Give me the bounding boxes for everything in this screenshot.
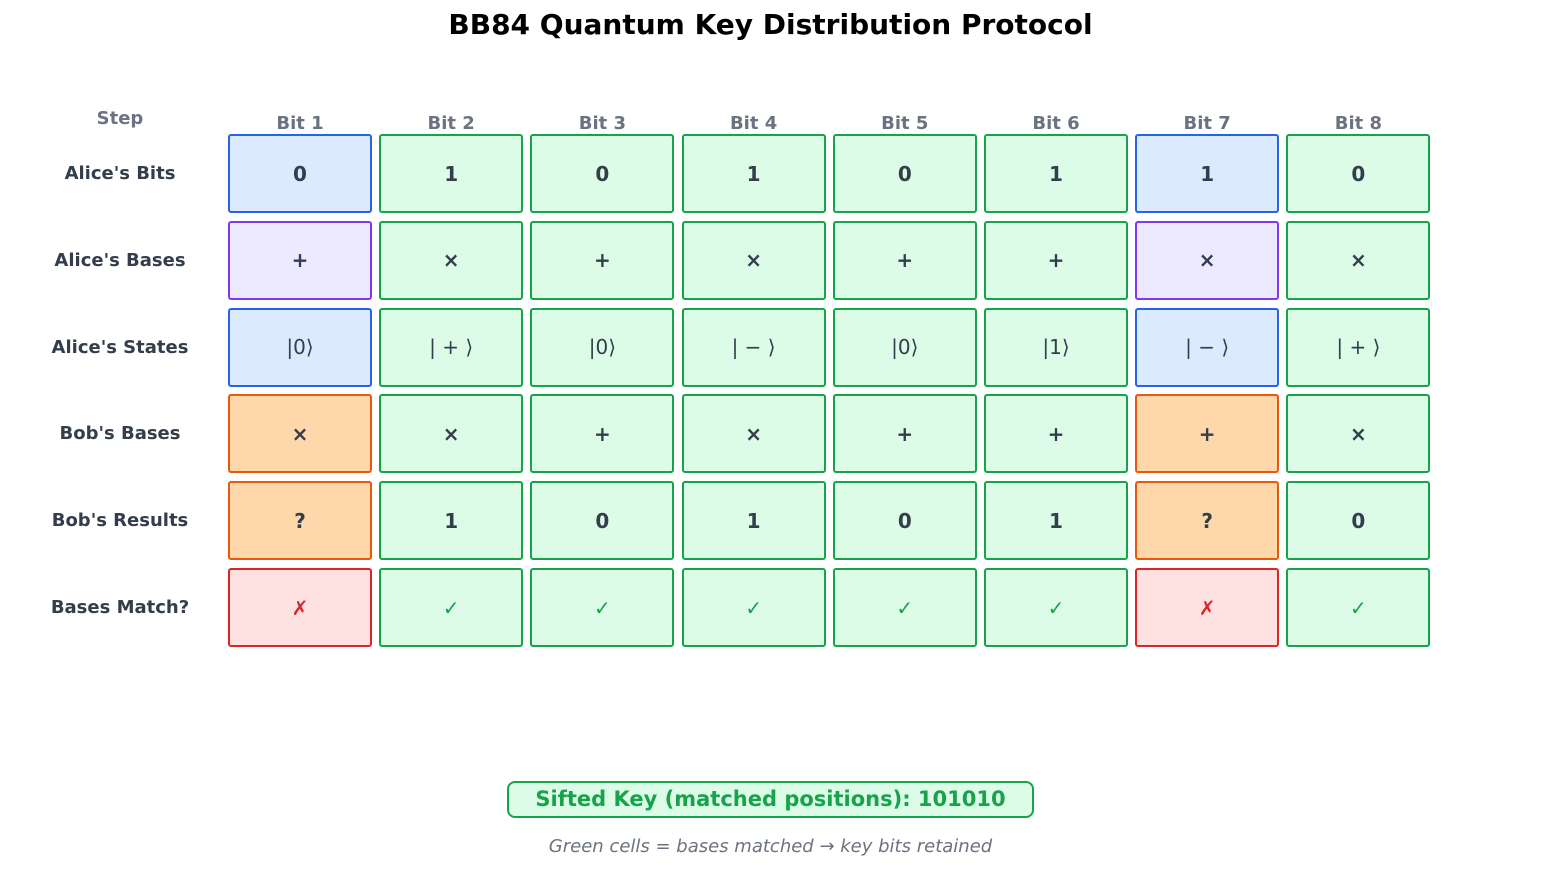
grid-cell: × [681, 394, 826, 474]
grid-cell: | − ⟩ [681, 307, 826, 387]
grid-cell: × [379, 394, 524, 474]
grid-cell: | + ⟩ [1286, 307, 1431, 387]
grid-cell: ✓ [379, 568, 524, 647]
grid-cell: |0⟩ [228, 307, 372, 387]
grid-cell: |0⟩ [832, 307, 977, 387]
grid-cell: ✓ [681, 568, 826, 647]
grid-cell: 0 [832, 481, 977, 561]
grid-cell: × [379, 220, 524, 300]
column-header-bit-2: Bit 2 [427, 113, 475, 134]
caption: Green cells = bases matched → key bits r… [548, 836, 993, 857]
grid-cell: 0 [1286, 134, 1431, 213]
grid-cell: × [228, 394, 372, 474]
row-label: Alice's States [51, 336, 189, 358]
grid-cell: 1 [984, 481, 1128, 561]
page-title: BB84 Quantum Key Distribution Protocol [448, 8, 1093, 41]
grid-cell: + [530, 394, 675, 474]
grid-cell: 1 [379, 481, 524, 561]
grid-cell: × [1286, 394, 1431, 474]
grid-cell: × [681, 220, 826, 300]
grid-cell: ✗ [228, 568, 372, 647]
grid-cell: 1 [379, 134, 524, 213]
grid-cell: + [984, 394, 1128, 474]
row-label: Alice's Bases [54, 249, 186, 271]
grid-cell: 0 [832, 134, 977, 213]
grid-cell: ✓ [832, 568, 977, 647]
grid-cell: ✓ [530, 568, 675, 647]
step-header: Step [96, 108, 144, 129]
grid-cell: ? [1135, 481, 1280, 561]
row-label: Bob's Results [51, 510, 189, 532]
row-label: Bases Match? [50, 597, 190, 618]
grid-cell: ✓ [984, 568, 1128, 647]
row-label: Bob's Bases [59, 423, 181, 445]
grid-cell: 0 [1286, 481, 1431, 561]
grid-cell: 1 [681, 134, 826, 213]
grid-cell: 1 [681, 481, 826, 561]
grid-cell: | − ⟩ [1135, 307, 1280, 387]
column-header-bit-1: Bit 1 [276, 113, 324, 134]
row-label: Alice's Bits [64, 163, 176, 184]
grid-cell: + [832, 220, 977, 300]
column-header-bit-8: Bit 8 [1334, 113, 1383, 134]
grid-cell: ✓ [1286, 568, 1431, 647]
column-header-bit-4: Bit 4 [729, 113, 778, 134]
column-header-bit-6: Bit 6 [1032, 113, 1080, 134]
grid-cell: + [228, 220, 372, 300]
grid-cell: × [1135, 220, 1280, 300]
grid-cell: 0 [228, 134, 372, 213]
grid-cell: ? [228, 481, 372, 561]
grid-cell: × [1286, 220, 1431, 300]
grid-cell: 0 [530, 481, 675, 561]
sifted-key-box: Sifted Key (matched positions): 101010 [507, 781, 1034, 818]
grid-cell: | + ⟩ [379, 307, 524, 387]
grid-cell: + [984, 220, 1128, 300]
column-header-bit-5: Bit 5 [881, 113, 929, 134]
column-header-bit-7: Bit 7 [1183, 113, 1231, 134]
grid-cell: ✗ [1135, 568, 1280, 647]
grid-cell: |0⟩ [530, 307, 675, 387]
grid-cell: 1 [984, 134, 1128, 213]
grid-cell: + [832, 394, 977, 474]
grid-cell: + [530, 220, 675, 300]
column-header-bit-3: Bit 3 [578, 113, 627, 134]
grid-cell: 1 [1135, 134, 1280, 213]
grid-cell: + [1135, 394, 1280, 474]
grid-cell: |1⟩ [984, 307, 1128, 387]
grid-cell: 0 [530, 134, 675, 213]
